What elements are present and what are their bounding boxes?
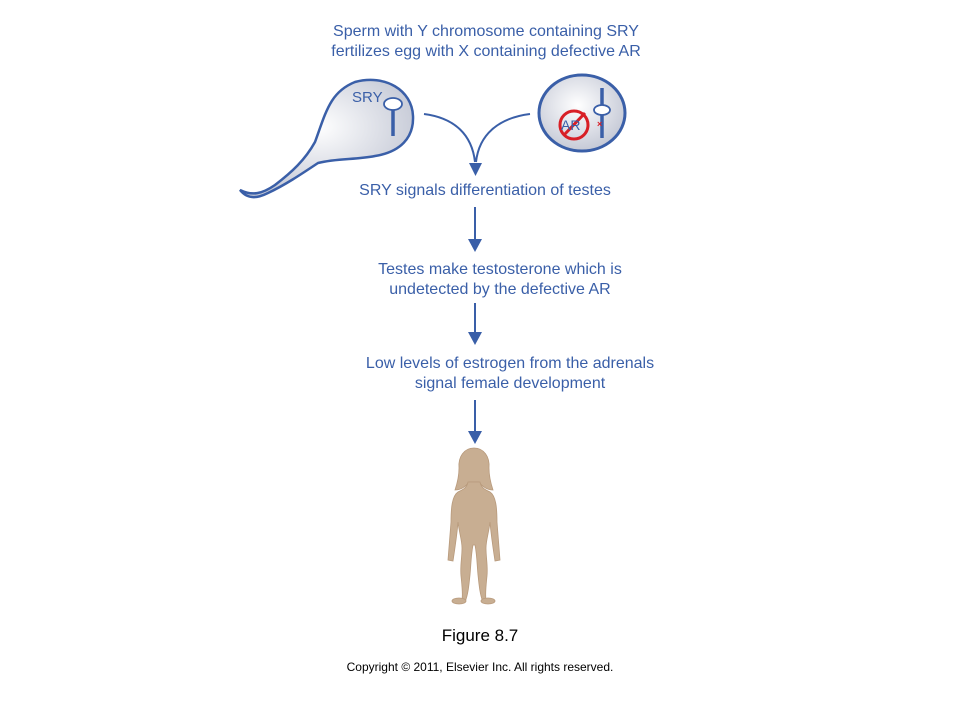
step-4-text: Low levels of estrogen from the adrenals… xyxy=(300,354,720,394)
converge-arrowhead xyxy=(469,163,482,176)
female-body xyxy=(447,481,501,603)
arrow-2-head xyxy=(468,332,482,345)
step-3-text: Testes make testosterone which is undete… xyxy=(300,260,700,300)
step-2-text: SRY signals differentiation of testes xyxy=(300,181,670,201)
forbidden-circle xyxy=(558,109,590,141)
sperm-body xyxy=(239,78,415,199)
sry-label: SRY xyxy=(352,89,383,106)
step-3-line-2: undetected by the defective AR xyxy=(389,281,611,298)
female-foot-right xyxy=(480,597,496,605)
sperm-cell xyxy=(239,78,415,199)
sperm-sry-marker xyxy=(383,97,403,111)
step-1-line-1: Sperm with Y chromosome containing SRY xyxy=(333,23,639,40)
egg-marker xyxy=(593,104,611,116)
step-1-text: Sperm with Y chromosome containing SRY f… xyxy=(286,22,686,62)
defect-mark: × xyxy=(597,119,602,129)
converge-arrow-left xyxy=(423,113,476,163)
figure-caption: Figure 8.7 xyxy=(441,626,519,645)
female-foot-left xyxy=(451,597,467,605)
converge-arrow-right xyxy=(475,113,531,163)
arrow-1-head xyxy=(468,239,482,252)
egg-cell: × xyxy=(537,73,627,153)
arrow-3-head xyxy=(468,431,482,444)
forbidden-slash xyxy=(562,111,587,137)
ar-label: AR xyxy=(561,117,581,133)
step-3-line-1: Testes make testosterone which is xyxy=(378,261,622,278)
step-4-line-2: signal female development xyxy=(414,375,606,392)
step-2-line-1: SRY signals differentiation of testes xyxy=(359,182,611,199)
copyright-notice: Copyright © 2011, Elsevier Inc. All righ… xyxy=(346,660,614,674)
step-4-line-1: Low levels of estrogen from the adrenals xyxy=(365,355,655,372)
step-1-line-2: fertilizes egg with X containing defecti… xyxy=(331,43,641,60)
female-figure xyxy=(447,447,501,605)
